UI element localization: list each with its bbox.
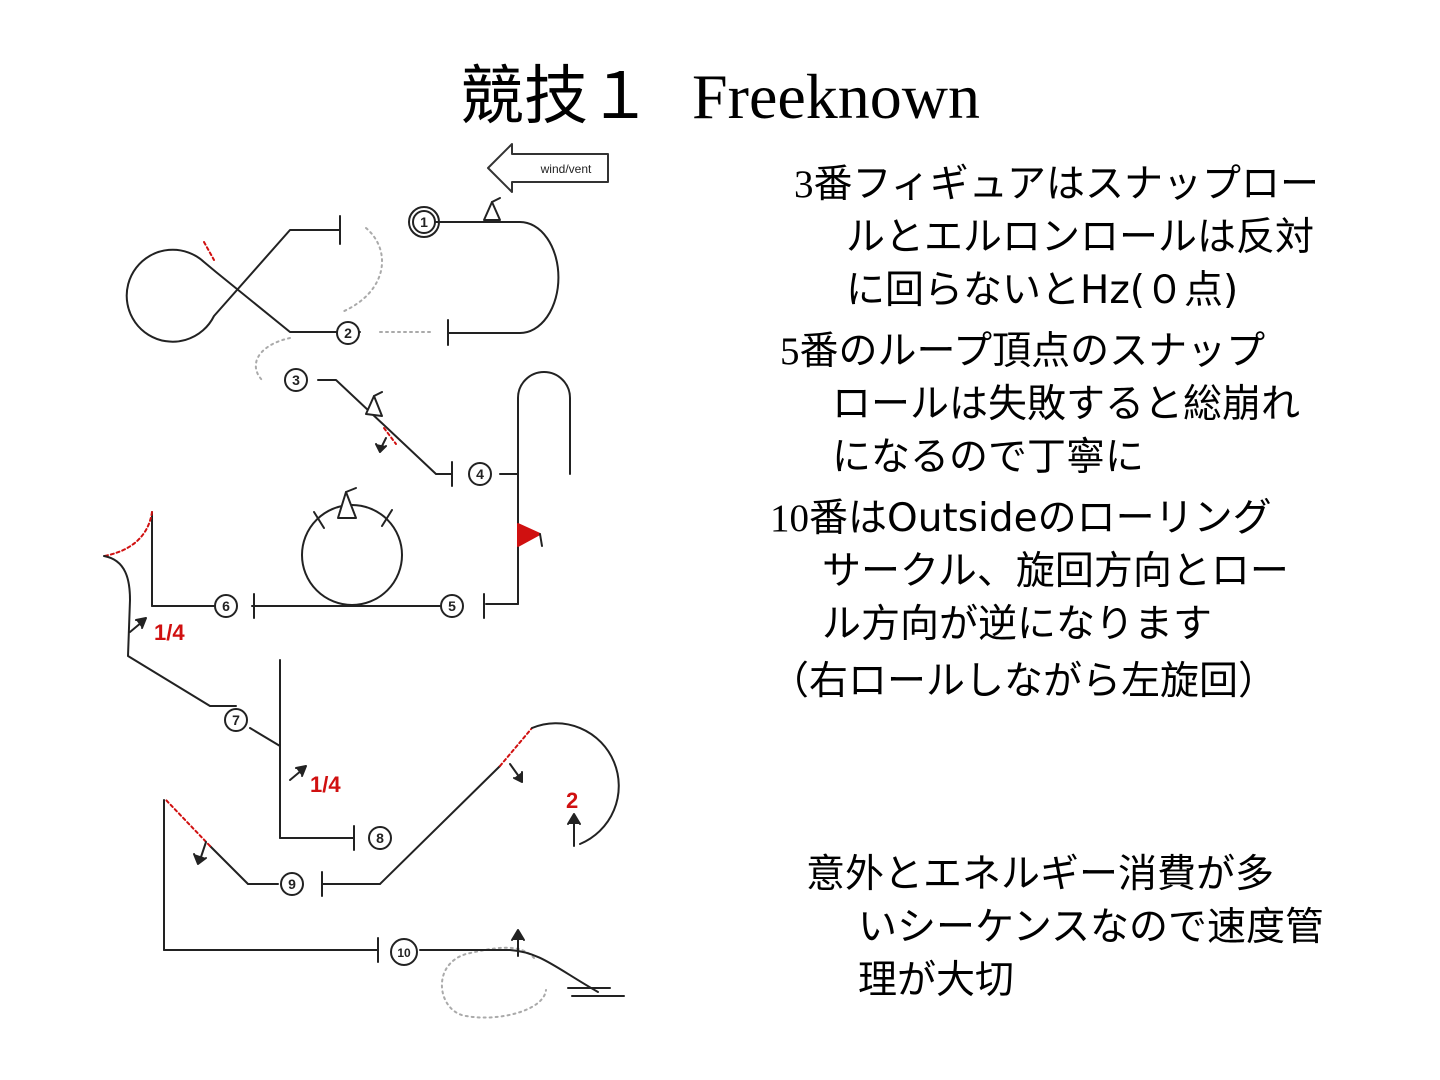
figure-number-8: 8	[376, 830, 384, 846]
note-figure-3: 3番フィギュアはスナップロー ルとエルロンロールは反対 に回らないとHz(０点)	[794, 162, 1319, 313]
roll-label-fig7: 1/4	[310, 772, 341, 797]
title-japanese: 競技１	[460, 60, 653, 134]
figure-number-1: 1	[420, 214, 428, 230]
note-figure-5: 5番のループ頂点のスナップ ロールは失敗すると総崩れ になるので丁寧に	[780, 329, 1301, 480]
figure-number-9: 9	[288, 876, 296, 892]
note-energy: 意外とエネルギー消費が多 いシーケンスなので速度管 理が大切	[806, 852, 1325, 1003]
figure-3-path	[317, 379, 453, 487]
figure-number-5: 5	[448, 598, 456, 614]
figure-number-3: 3	[292, 372, 300, 388]
figure-number-2: 2	[344, 325, 352, 341]
note-figure-10: 10番はOutsideのローリング サークル、旋回方向とロー ル方向が逆になりま…	[770, 496, 1289, 647]
figure-number-markers: 1 2 3 4 5 6 7 8 9 10	[214, 206, 492, 966]
aerobatic-sequence-diagram: wind/vent	[103, 143, 625, 1019]
roll-label-fig8: 2	[566, 788, 578, 813]
note-roll-direction: （右ロールしながら左旋回）	[770, 659, 1278, 704]
figure-9-path	[165, 799, 279, 885]
figure-1-path	[435, 197, 560, 346]
figure-number-10: 10	[397, 946, 411, 960]
notes-panel: 3番フィギュアはスナップロー ルとエルロンロールは反対 に回らないとHz(０点)…	[770, 158, 1410, 1003]
figure-number-7: 7	[232, 712, 240, 728]
wind-label: wind/vent	[540, 162, 592, 176]
figure-5-loop	[251, 487, 519, 619]
figure-6-path	[103, 511, 255, 707]
page-title: 競技１ Freeknown	[0, 52, 1440, 142]
figure-2-path	[125, 215, 361, 343]
roll-label-fig6: 1/4	[154, 620, 185, 645]
figure-4-flag	[517, 523, 541, 547]
figure-8-path	[321, 722, 620, 897]
figure-7-path	[249, 659, 355, 851]
figure-10-path	[163, 799, 625, 997]
connector-lines	[254, 227, 547, 1019]
title-english: Freeknown	[692, 61, 980, 132]
figure-number-6: 6	[222, 598, 230, 614]
figure-number-4: 4	[476, 466, 484, 482]
figure-4-path	[499, 371, 571, 605]
wind-arrow: wind/vent	[487, 143, 609, 193]
